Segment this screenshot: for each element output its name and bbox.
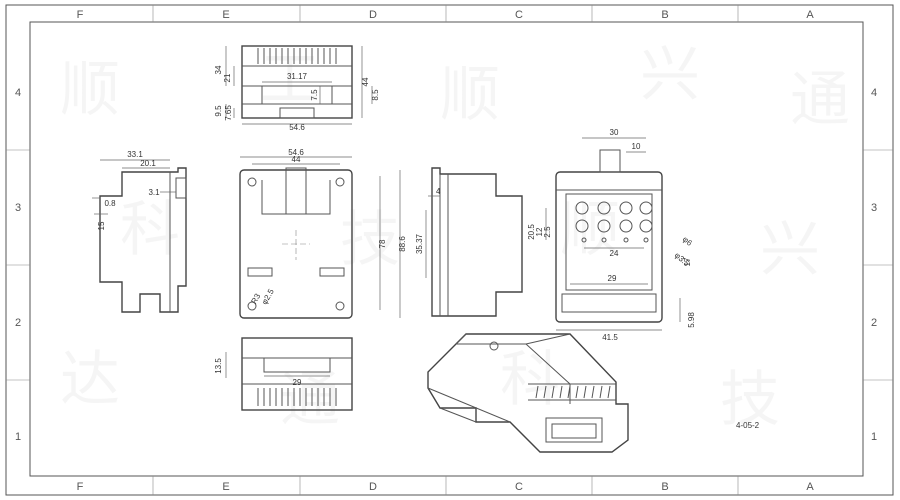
zone-col-top: D [369, 9, 377, 21]
svg-text:通: 通 [790, 65, 850, 135]
side-view: 33.1 20.1 3.1 0.8 15 [92, 150, 187, 313]
dim-label: 21 [223, 73, 232, 82]
vent-slots [535, 385, 611, 399]
zone-col-bottom: D [369, 481, 377, 493]
zone-col-top: B [661, 9, 668, 21]
front-view: 54.6 44 78 88.6 R3 φ2.5 [239, 148, 407, 319]
dim-label: 9.5 [214, 105, 223, 117]
dim-label: φ2.5 [260, 287, 276, 306]
dim-label: 78 [378, 239, 387, 248]
drawing-number: 4-05-2 [736, 421, 760, 430]
bottom-view: 13.5 29 [214, 337, 353, 411]
isometric-view [427, 333, 629, 453]
zone-col-top: E [222, 9, 229, 21]
zone-labels: F E D C B A F E D C B A 4 3 2 1 4 3 2 1 [15, 9, 877, 493]
rail-view: 4 35.37 [415, 167, 523, 317]
dim-label: 44 [292, 155, 301, 164]
dim-label: 20.5 [527, 224, 536, 240]
zone-col-bottom: B [661, 481, 668, 493]
svg-text:科: 科 [500, 345, 560, 415]
dim-label: 29 [608, 274, 617, 283]
zone-row-right: 4 [871, 87, 877, 99]
svg-text:顺: 顺 [60, 55, 120, 125]
zone-col-bottom: A [806, 481, 814, 493]
svg-text:兴: 兴 [640, 40, 700, 110]
zone-row-left: 2 [15, 317, 21, 329]
drawing-frame [5, 4, 894, 496]
zone-row-left: 1 [15, 431, 21, 443]
dim-label: 29 [293, 378, 302, 387]
zone-col-top: A [806, 9, 814, 21]
dim-label: 54.6 [288, 148, 304, 157]
dim-label: 13.5 [214, 358, 223, 374]
dim-label: 8.5 [371, 89, 380, 101]
dim-label: 88.6 [398, 236, 407, 252]
svg-text:科: 科 [120, 195, 180, 265]
dim-label: 7.65 [224, 105, 233, 121]
zone-row-right: 3 [871, 202, 877, 214]
zone-row-right: 2 [871, 317, 877, 329]
dim-label: 34 [214, 65, 223, 74]
dim-label: 41.5 [602, 333, 618, 342]
zone-col-bottom: E [222, 481, 229, 493]
zone-col-top: F [77, 9, 84, 21]
zone-row-right: 1 [871, 431, 877, 443]
dim-label: 7.5 [310, 89, 319, 101]
dim-label: 44 [361, 77, 370, 86]
dim-label: 15 [97, 221, 106, 230]
dim-label: 54.6 [289, 123, 305, 132]
dim-label: 35.37 [415, 233, 424, 254]
dim-label: 31.17 [287, 72, 308, 81]
vent-slots [257, 48, 337, 64]
svg-text:通: 通 [280, 365, 340, 435]
svg-text:技: 技 [340, 205, 400, 275]
svg-text:兴: 兴 [760, 215, 820, 285]
zone-col-bottom: F [77, 481, 84, 493]
dim-label: 0.8 [104, 199, 116, 208]
top-view: 34 21 31.17 7.5 44 8.5 9.5 7.65 54.6 [214, 45, 380, 132]
dim-label: 12 [535, 227, 544, 236]
zone-row-left: 3 [15, 202, 21, 214]
dim-label: 4 [436, 187, 441, 196]
dim-label: φ6 [681, 235, 695, 248]
zone-col-bottom: C [515, 481, 523, 493]
dim-label: 24 [610, 249, 619, 258]
svg-text:顺: 顺 [440, 60, 500, 130]
vent-slots [257, 388, 337, 406]
svg-text:达: 达 [60, 345, 120, 415]
dim-label: 2.5 [543, 226, 552, 238]
dim-label: 20.1 [140, 159, 156, 168]
watermark: 顺 工 顺 兴 通 科 技 顺 兴 达 通 科 技 [60, 40, 850, 435]
dim-label: 30 [610, 128, 619, 137]
zone-col-top: C [515, 9, 523, 21]
dim-label: 17 [683, 257, 692, 266]
dim-label: 3.1 [148, 188, 160, 197]
dim-label: 33.1 [127, 150, 143, 159]
dim-label: 5.98 [687, 312, 696, 328]
zone-row-left: 4 [15, 87, 21, 99]
button-holes [575, 201, 653, 243]
dim-label: 10 [632, 142, 641, 151]
